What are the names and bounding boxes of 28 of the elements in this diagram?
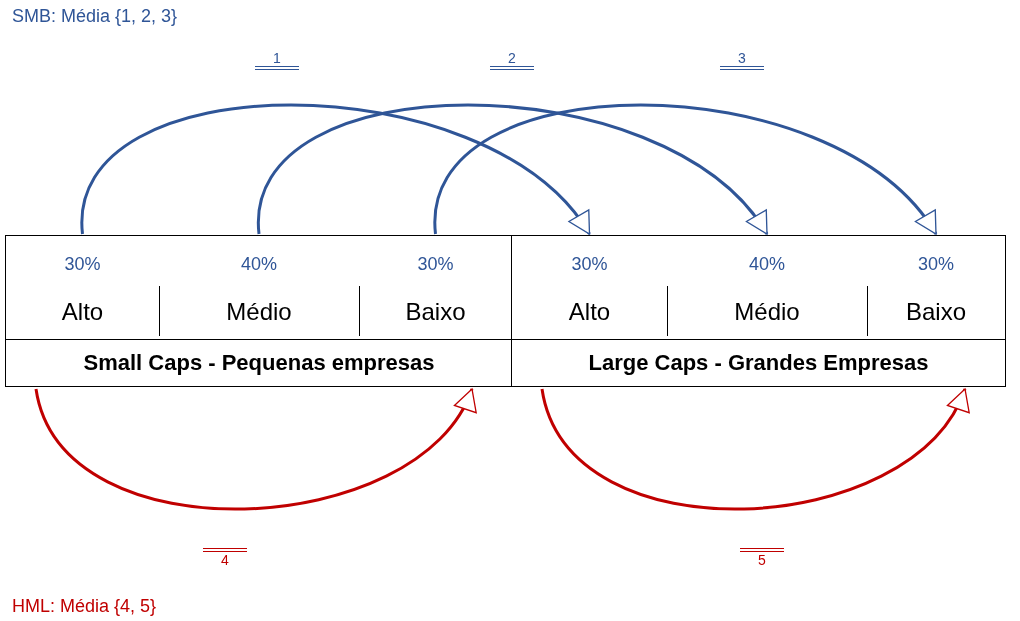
curved-arrow [34, 388, 474, 511]
percentage: 30% [917, 254, 955, 275]
category-label: Médio [225, 298, 293, 326]
category-label: Alto [60, 298, 105, 326]
category-label: Médio [733, 298, 801, 326]
percentage: 40% [240, 254, 278, 275]
table-section [5, 235, 513, 387]
edge-label: 4 [203, 548, 247, 568]
edge-label: 5 [740, 548, 784, 568]
edge-label: 2 [490, 50, 534, 70]
curved-arrow [257, 103, 769, 235]
curved-arrow [434, 103, 938, 235]
edge-label: 3 [720, 50, 764, 70]
section-title: Small Caps - Pequenas empresas [82, 349, 436, 377]
note-text: SMB: Média {1, 2, 3} [12, 6, 178, 27]
edge-label: 1 [255, 50, 299, 70]
percentage: 40% [748, 254, 786, 275]
table-section [511, 235, 1006, 387]
percentage: 30% [63, 254, 102, 275]
section-title: Large Caps - Grandes Empresas [587, 349, 930, 377]
percentage: 30% [570, 254, 609, 275]
curved-arrow [540, 388, 967, 511]
curved-arrow [81, 103, 591, 235]
category-label: Baixo [404, 298, 467, 326]
percentage: 30% [416, 254, 455, 275]
category-label: Alto [567, 298, 612, 326]
note-text: HML: Média {4, 5} [12, 596, 157, 617]
category-label: Baixo [904, 298, 967, 326]
